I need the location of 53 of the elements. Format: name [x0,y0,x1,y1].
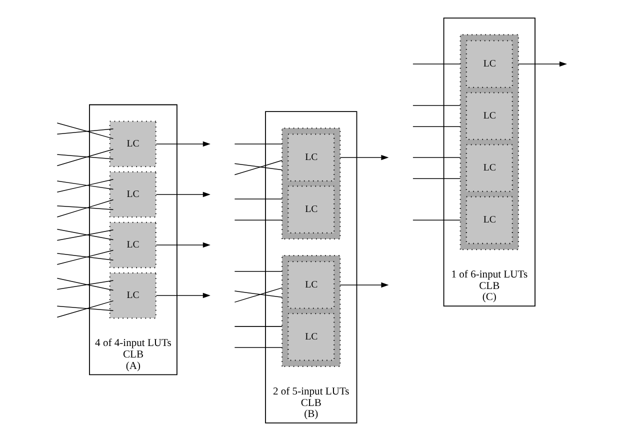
connector [56,148,114,166]
connector [56,300,114,318]
node-box: LC [109,120,156,167]
connector [234,143,282,144]
cluster [282,254,341,366]
connector [56,198,114,217]
node-box: LC [288,312,335,360]
connector [56,154,114,159]
connector [412,178,461,179]
connector [412,219,461,220]
node-box: LC [466,92,513,140]
connector [234,162,282,170]
node-label: (B) [304,408,318,420]
arrow [340,154,389,160]
connector [412,156,461,158]
connector [56,180,114,190]
connector [56,252,114,260]
connector [234,290,282,298]
node-label: (C) [482,292,496,303]
connector [234,160,282,175]
node-box: LC [288,133,335,181]
connector [56,280,114,290]
node-box: LC [109,272,156,318]
node-box: LC [466,196,513,244]
arrow [340,282,389,288]
arrow [156,191,210,197]
connector [412,63,461,64]
cluster [460,34,519,250]
connector [234,346,282,348]
connector [56,122,114,139]
connector [234,270,282,272]
arrow [156,242,210,248]
arrow [518,60,567,66]
node-box: LC [466,40,513,88]
connector [234,286,282,302]
connector [412,104,461,106]
node-box: LC [288,185,335,233]
connector [234,219,282,220]
node-label: (A) [126,360,141,372]
connector [234,198,282,199]
cluster [282,127,341,240]
connector [56,249,114,264]
connector [56,204,114,210]
connector [56,277,114,290]
node-box: LC [288,260,335,308]
arrow [156,292,210,298]
node-box: LC [109,170,156,218]
connector [56,305,114,310]
node-box: LC [466,144,513,192]
node-box: LC [109,221,156,268]
arrow [156,140,210,146]
connector [56,128,114,134]
connector [56,178,114,192]
